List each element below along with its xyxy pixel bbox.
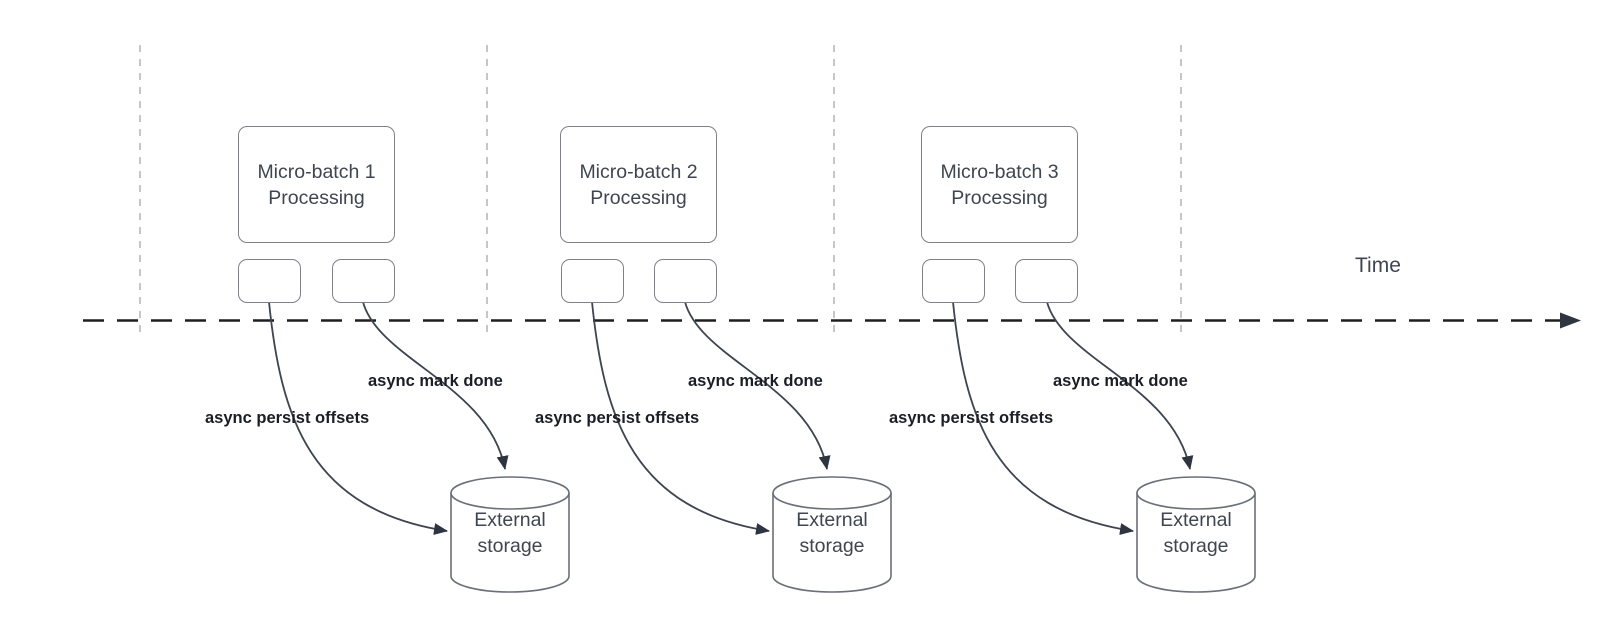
persist-offsets-task-box-2 [561,259,624,303]
mark-done-arrow-3 [1046,301,1194,470]
time-axis-arrowhead [1560,312,1581,329]
external-storage-cylinder-3 [1136,476,1256,593]
persist-offsets-label-3: async persist offsets [889,409,1054,427]
external-storage-label-1: External storage [474,509,546,557]
external-storage-cylinder-1 [450,476,570,593]
persist-offsets-arrow-3 [952,301,1134,535]
persist-offsets-label-1: async persist offsets [205,409,370,427]
external-storage-label-3: External storage [1160,509,1232,557]
external-storage-cylinder-2 [772,476,892,593]
persist-offsets-task-box-3 [922,259,985,303]
persist-offsets-task-box-1 [238,259,301,303]
process-box-label-3: Micro-batch 3 Processing [940,160,1059,209]
mark-done-task-box-2 [654,259,717,303]
mark-done-task-box-1 [332,259,395,303]
time-axis-label: Time [1355,254,1401,277]
micro-batch-3-processing-box: Micro-batch 3 Processing [921,126,1078,243]
persist-offsets-arrow-1 [268,301,448,535]
mark-done-label-2: async mark done [688,372,823,390]
mark-done-arrow-2 [684,301,831,470]
micro-batch-2-processing-box: Micro-batch 2 Processing [560,126,717,243]
mark-done-label-1: async mark done [368,372,503,390]
process-box-label-1: Micro-batch 1 Processing [257,160,376,209]
micro-batch-1-processing-box: Micro-batch 1 Processing [238,126,395,243]
mark-done-arrow-1 [362,301,509,470]
persist-offsets-arrow-2 [591,301,770,535]
persist-offsets-label-2: async persist offsets [535,409,700,427]
process-box-label-2: Micro-batch 2 Processing [579,160,698,209]
mark-done-task-box-3 [1015,259,1078,303]
external-storage-label-2: External storage [796,509,868,557]
mark-done-label-3: async mark done [1053,372,1188,390]
